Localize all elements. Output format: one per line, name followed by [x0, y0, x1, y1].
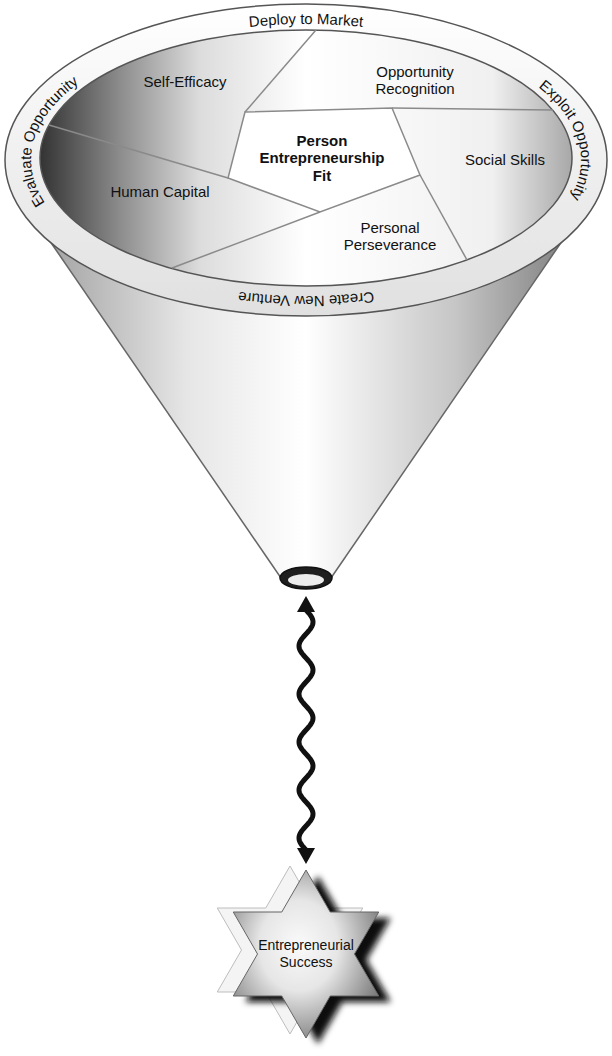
wavy-double-arrow — [297, 596, 315, 864]
ring-label-path: Deploy to Market — [248, 10, 365, 30]
segment-divider — [49, 125, 228, 178]
star-label: Entrepreneurial Success — [251, 937, 361, 971]
segment-divider — [245, 30, 316, 112]
inner-ellipse — [40, 30, 572, 286]
segment-label: Opportunity Recognition — [363, 63, 467, 98]
ring-label: Exploit Opportunity — [536, 76, 595, 204]
segment-label: Personal Perseverance — [338, 219, 442, 254]
ring-label: Evaluate Opportunity — [17, 72, 81, 211]
segment-label: Social Skills — [455, 151, 555, 168]
segment-label: Human Capital — [105, 183, 215, 200]
segment-divider — [172, 212, 320, 268]
funnel-drawing: Deploy to MarketExploit OpportunityCreat… — [0, 0, 612, 594]
segment-label: Self-Efficacy — [130, 73, 240, 90]
segment-label: Human Capital — [105, 183, 215, 200]
funnel-opening — [280, 567, 332, 589]
segment-label: Personal Perseverance — [338, 219, 442, 254]
outer-ring — [5, 4, 607, 316]
funnel-ring: Deploy to MarketExploit OpportunityCreat… — [0, 0, 612, 594]
ring-label-path: Create New Venture — [237, 289, 375, 310]
wavy-shaft — [299, 610, 313, 850]
center-label: Person Entrepreneurship Fit — [255, 132, 389, 184]
ring-label-path: Evaluate Opportunity — [17, 72, 81, 211]
arrow-head — [297, 848, 315, 864]
funnel-opening-inner — [288, 574, 324, 586]
ring-label-path: Exploit Opportunity — [536, 76, 595, 204]
segment-label: Self-Efficacy — [130, 73, 240, 90]
center-pentagon — [228, 108, 420, 212]
star-shape — [233, 870, 379, 1038]
center-segment: Person Entrepreneurship Fit — [255, 132, 389, 184]
arrow-head — [297, 596, 315, 612]
segment-label: Social Skills — [455, 151, 555, 168]
ring-label: Deploy to Market — [248, 10, 365, 30]
ring-label: Create New Venture — [237, 289, 375, 310]
success-star: Entrepreneurial Success — [206, 866, 406, 1042]
segment-divider — [392, 108, 553, 110]
segment-label: Opportunity Recognition — [363, 63, 467, 98]
